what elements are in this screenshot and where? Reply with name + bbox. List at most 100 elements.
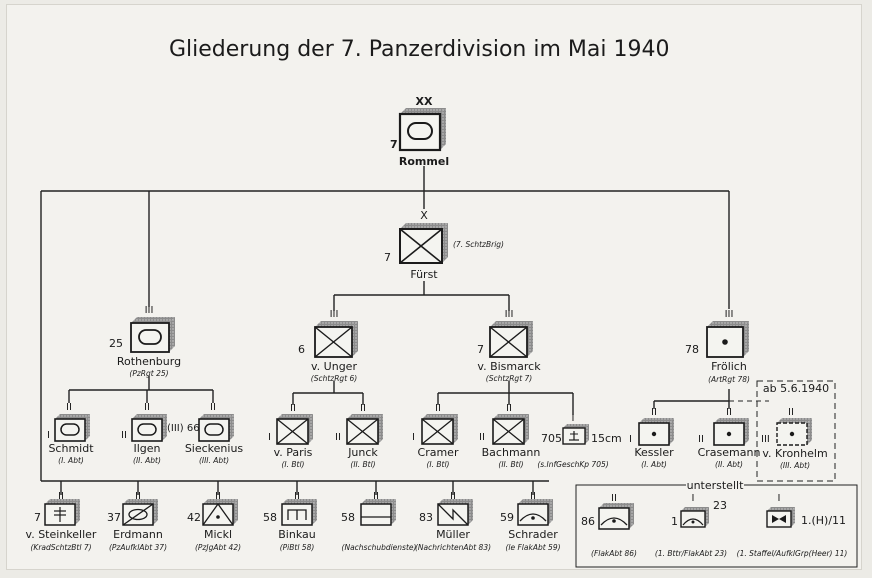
flak-bttr-23-node: I 1 23 (1. Bttr/FlakAbt 23)	[655, 493, 727, 558]
svg-text:II: II	[58, 491, 64, 502]
svg-text:II: II	[121, 430, 127, 441]
svg-text:v. Kronhelm: v. Kronhelm	[762, 447, 827, 460]
svg-text:(II. Btl): (II. Btl)	[498, 460, 523, 469]
svg-text:Schrader: Schrader	[508, 528, 558, 541]
brigade-node: X 7 (7. SchtzBrig) Fürst	[384, 209, 504, 281]
svg-text:Rothenburg: Rothenburg	[117, 355, 181, 368]
art-abt-1-node: II I Kessler (I. Abt)	[629, 407, 674, 469]
svg-text:58: 58	[263, 511, 277, 524]
svg-text:I: I	[629, 434, 632, 445]
svg-text:86: 86	[581, 515, 595, 528]
svg-text:II: II	[373, 491, 379, 502]
nachschubdienste-node: II 58 (Nachschubdienste)	[341, 491, 417, 552]
svg-text:III: III	[145, 305, 154, 316]
svg-text:Mickl: Mickl	[204, 528, 232, 541]
svg-text:Kessler: Kessler	[634, 446, 674, 459]
svg-text:(I. Btl): (I. Btl)	[426, 460, 449, 469]
svg-text:II: II	[294, 491, 300, 502]
svg-text:(I. Abt): (I. Abt)	[58, 456, 84, 465]
connector-lines	[40, 166, 858, 568]
svg-text:(III. Abt): (III. Abt)	[780, 461, 810, 470]
attached-units-section: unterstellt	[686, 479, 744, 492]
chart-frame: Gliederung der 7. Panzerdivision im Mai …	[6, 4, 862, 570]
svg-text:III: III	[330, 309, 339, 320]
schtzrgt6-node: III 6 v. Unger (SchtzRgt 6)	[298, 309, 358, 383]
svg-text:(II. Abt): (II. Abt)	[133, 456, 161, 465]
svg-text:II: II	[360, 403, 366, 414]
svg-text:(I. Abt): (I. Abt)	[641, 460, 667, 469]
svg-text:Ilgen: Ilgen	[133, 442, 160, 455]
svg-text:II: II	[290, 403, 296, 414]
chart-title: Gliederung der 7. Panzerdivision im Mai …	[169, 37, 669, 62]
svg-text:v. Bismarck: v. Bismarck	[477, 360, 541, 373]
svg-text:I: I	[47, 430, 50, 441]
svg-text:(PzRgt 25): (PzRgt 25)	[129, 369, 168, 378]
svg-text:(III. Abt): (III. Abt)	[199, 456, 229, 465]
svg-text:I: I	[572, 413, 575, 424]
svg-text:II: II	[651, 407, 657, 418]
svg-text:II: II	[66, 402, 72, 413]
svg-text:II: II	[788, 407, 794, 418]
pzrgt25-node: III 25 Rothenburg (PzRgt 25)	[109, 305, 181, 378]
infgeschkp705-node: I 705 15cm (s.InfGeschKp 705)	[537, 413, 621, 469]
sr7-btl-1-node: II I Cramer (I. Btl)	[412, 403, 459, 469]
svg-text:(7. SchtzBrig): (7. SchtzBrig)	[453, 240, 504, 249]
svg-text:II: II	[506, 403, 512, 414]
svg-text:X: X	[420, 209, 428, 222]
svg-text:(PzJgAbt 42): (PzJgAbt 42)	[195, 543, 241, 552]
svg-text:(II. Abt): (II. Abt)	[715, 460, 743, 469]
svg-text:II: II	[726, 407, 732, 418]
svg-text:III: III	[761, 434, 770, 445]
svg-text:(I. Btl): (I. Btl)	[281, 460, 304, 469]
svg-text:I: I	[412, 432, 415, 443]
svg-text:42: 42	[187, 511, 201, 524]
svg-text:Bachmann: Bachmann	[482, 446, 541, 459]
pzjgabt42-node: II 42 Mickl (PzJgAbt 42)	[187, 491, 241, 552]
art-abt-3-node: ab 5.6.1940 II III v. Kronhelm (III. Abt…	[761, 382, 829, 470]
svg-text:6: 6	[298, 343, 305, 356]
svg-text:83: 83	[419, 511, 433, 524]
svg-text:XX: XX	[416, 95, 433, 108]
svg-text:Rommel: Rommel	[399, 155, 449, 168]
svg-text:I: I	[268, 432, 271, 443]
svg-text:(III) 66: (III) 66	[167, 423, 200, 434]
svg-text:v. Unger: v. Unger	[311, 360, 357, 373]
svg-text:25: 25	[109, 337, 123, 350]
pz-abt-1-node: II I Schmidt (I. Abt)	[47, 402, 94, 465]
pzaufklabt37-node: II 37 Erdmann (PzAufklAbt 37)	[107, 491, 167, 552]
svg-text:(PzAufklAbt 37): (PzAufklAbt 37)	[109, 543, 167, 552]
svg-text:Frölich: Frölich	[711, 360, 747, 373]
svg-text:(Nachschubdienste): (Nachschubdienste)	[342, 543, 417, 552]
svg-text:II: II	[135, 491, 141, 502]
division-node: XX 7 Rommel	[390, 95, 449, 168]
nachrichtenabt83-node: II 83 Müller (NachrichtenAbt 83)	[415, 491, 491, 552]
svg-text:Erdmann: Erdmann	[113, 528, 163, 541]
leflakabt59-node: II 59 Schrader (le FlakAbt 59)	[500, 491, 561, 552]
sr7-btl-2-node: II II Bachmann (II. Btl)	[479, 403, 540, 469]
aufklgrp-11-node: I 1.(H)/11 (1. Staffel/AufklGrp(Heer) 11…	[737, 493, 848, 558]
svg-text:II: II	[435, 403, 441, 414]
svg-text:(s.InfGeschKp 705): (s.InfGeschKp 705)	[537, 460, 608, 469]
svg-text:(1. Staffel/AufklGrp(Heer) 11): (1. Staffel/AufklGrp(Heer) 11)	[737, 549, 848, 558]
schtzrgt7-node: III 7 v. Bismarck (SchtzRgt 7)	[477, 309, 541, 383]
svg-text:Crasemann: Crasemann	[698, 446, 761, 459]
svg-text:(1. Bttr/FlakAbt 23): (1. Bttr/FlakAbt 23)	[655, 549, 727, 558]
svg-text:Sieckenius: Sieckenius	[185, 442, 244, 455]
svg-text:Binkau: Binkau	[278, 528, 315, 541]
sr6-btl-2-node: II II Junck (II. Btl)	[335, 403, 383, 469]
svg-text:705: 705	[541, 432, 562, 445]
pz-abt-2-node: II II Ilgen (II. Abt)	[121, 402, 167, 465]
svg-text:I: I	[778, 493, 781, 504]
svg-text:II: II	[335, 432, 341, 443]
sr6-btl-1-node: II I v. Paris (I. Btl)	[268, 403, 313, 469]
svg-text:1: 1	[671, 515, 678, 528]
svg-text:7: 7	[384, 251, 391, 264]
svg-text:(FlakAbt 86): (FlakAbt 86)	[591, 549, 637, 558]
svg-text:II: II	[479, 432, 485, 443]
svg-text:v. Steinkeller: v. Steinkeller	[26, 528, 97, 541]
svg-text:II: II	[698, 434, 704, 445]
svg-text:7: 7	[390, 138, 398, 151]
svg-text:Müller: Müller	[436, 528, 470, 541]
svg-text:(le FlakAbt 59): (le FlakAbt 59)	[505, 543, 560, 552]
svg-text:II: II	[530, 491, 536, 502]
